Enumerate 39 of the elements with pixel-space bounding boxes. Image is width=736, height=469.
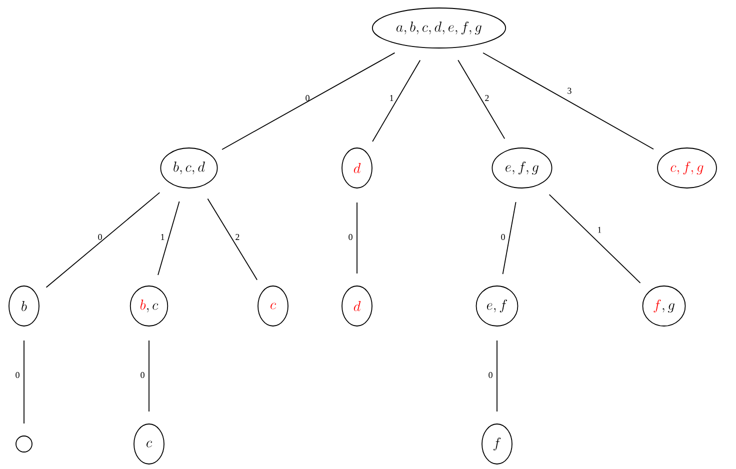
tree-edge (46, 192, 160, 288)
tree-node: $\textcolor{red}{d}$ (342, 148, 372, 188)
tree-edge (356, 202, 358, 274)
edge-label: 1 (598, 226, 602, 233)
tree-node: $\textcolor{red}{b}, c$ (130, 286, 168, 326)
tree-node: $c$ (134, 424, 164, 464)
edge-label: 0 (488, 372, 492, 378)
tree-node: $b$ (8, 286, 40, 326)
tree-edge (158, 201, 180, 276)
tree-node: $e, f, g$ (492, 148, 552, 188)
edge-label: 3 (568, 88, 572, 94)
tree-node: $\textcolor{red}{f}, g$ (642, 286, 686, 326)
edge-label: 0 (140, 372, 144, 378)
tree-node: $\textcolor{red}{d}$ (342, 286, 372, 326)
tree-node: $b, c, d$ (160, 148, 218, 188)
tree-edge (207, 198, 258, 280)
edge-label: 0 (98, 234, 102, 240)
edge-label: 1 (390, 95, 394, 101)
edge-label: 0 (348, 234, 352, 240)
tree-edge (496, 340, 498, 412)
tree-node: $a, b, c, d, e, f, g$ (372, 8, 506, 48)
edge-label: 1 (161, 234, 164, 240)
edge-label: 0 (501, 234, 505, 240)
tree-edge (502, 202, 516, 274)
edge-label: 0 (16, 372, 20, 378)
leaf-circle (16, 436, 32, 452)
edge-label: 2 (485, 95, 489, 101)
tree-node: $\textcolor{red}{c, f, g}$ (657, 148, 717, 188)
tree-node: $\textcolor{red}{c}$ (258, 286, 288, 326)
tree-node: $e, f$ (476, 286, 518, 326)
edge-label: 2 (236, 234, 240, 240)
tree-edge (482, 52, 654, 150)
edge-label: 0 (306, 94, 310, 102)
tree-edge (372, 60, 421, 142)
tree-edge (222, 52, 396, 150)
tree-edge (148, 340, 150, 412)
tree-edge (458, 60, 506, 140)
tree-edge (548, 194, 641, 284)
tree-node: $f$ (482, 424, 512, 464)
